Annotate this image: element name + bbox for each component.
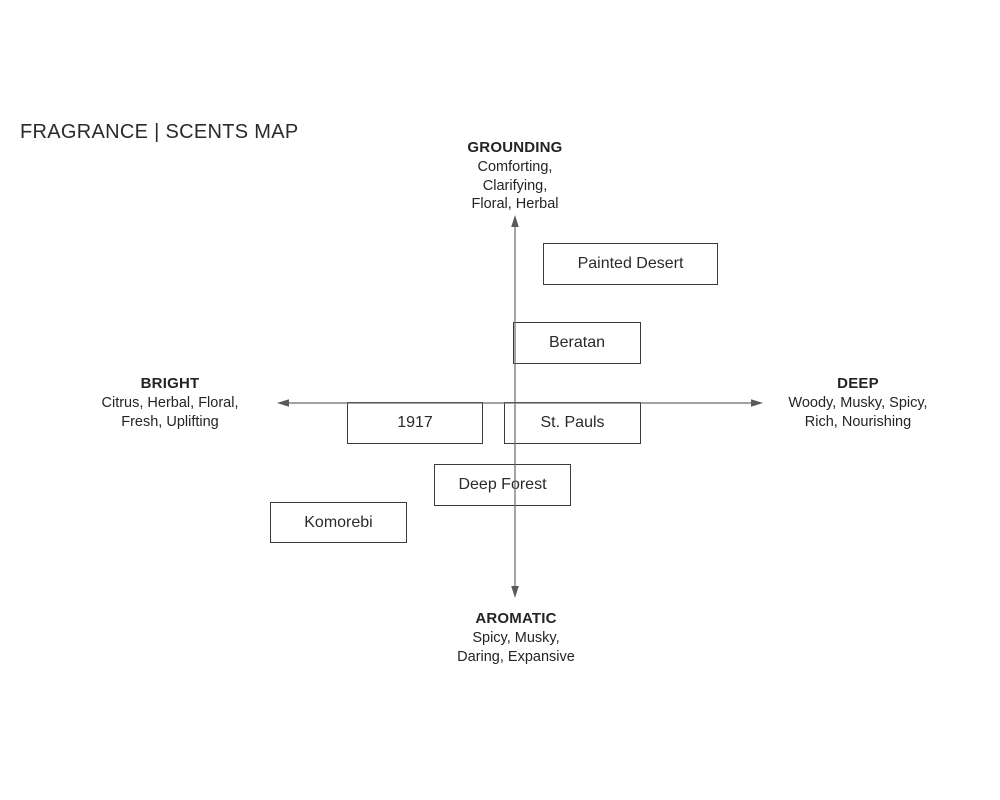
page-title: FRAGRANCE | SCENTS MAP	[20, 121, 299, 143]
arrowhead-down-icon	[511, 586, 519, 598]
axis-deep-description: Woody, Musky, Spicy, Rich, Nourishing	[788, 395, 928, 430]
fragrance-box-komorebi: Komorebi	[270, 502, 407, 543]
fragrance-box-beratan: Beratan	[513, 322, 641, 364]
axis-aromatic-description: Spicy, Musky, Daring, Expansive	[457, 630, 575, 665]
axis-label-grounding: GROUNDING Comforting, Clarifying, Floral…	[415, 139, 615, 214]
fragrance-label: St. Pauls	[540, 414, 605, 431]
axis-bright-description: Citrus, Herbal, Floral, Fresh, Uplifting	[101, 395, 239, 430]
axis-grounding-description: Comforting, Clarifying, Floral, Herbal	[471, 159, 559, 212]
fragrance-label: Komorebi	[304, 513, 373, 531]
fragrance-label: Beratan	[548, 334, 606, 351]
fragrance-label: Deep Forest	[458, 476, 547, 493]
fragrance-label: Painted Desert	[577, 255, 684, 272]
axis-label-deep: DEEP Woody, Musky, Spicy, Rich, Nourishi…	[748, 375, 968, 431]
fragrance-label: 1917	[397, 414, 433, 431]
fragrance-box-deep-forest: Deep Forest	[434, 464, 571, 506]
fragrance-box-painted-desert: Painted Desert	[543, 243, 718, 285]
arrowhead-up-icon	[511, 215, 519, 227]
axis-label-aromatic: AROMATIC Spicy, Musky, Daring, Expansive	[416, 610, 616, 666]
axis-label-bright: BRIGHT Citrus, Herbal, Floral, Fresh, Up…	[60, 375, 280, 431]
axis-aromatic-name: AROMATIC	[475, 610, 557, 627]
axis-grounding-name: GROUNDING	[467, 139, 563, 156]
fragrance-box-1917: 1917	[347, 402, 483, 444]
axis-bright-name: BRIGHT	[140, 375, 200, 392]
axis-deep-name: DEEP	[837, 375, 879, 392]
fragrance-box-st-pauls: St. Pauls	[504, 402, 641, 444]
